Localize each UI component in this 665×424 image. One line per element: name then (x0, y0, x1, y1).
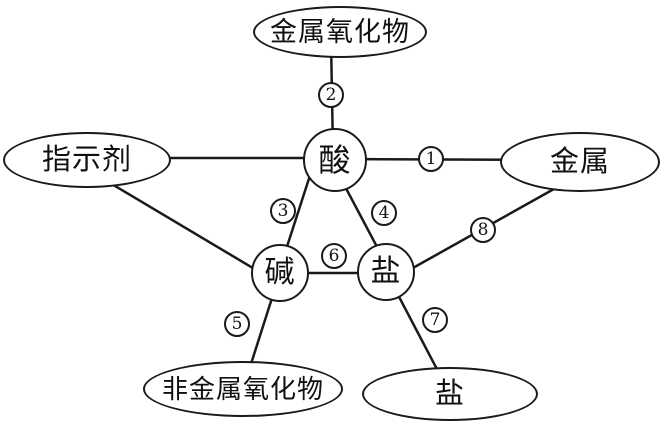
edge-number-3: 3 (270, 198, 296, 224)
node-base: 碱 (251, 244, 309, 302)
node-acid-label: 酸 (318, 142, 352, 178)
edge-number-6-digit: 6 (328, 245, 340, 266)
edge-number-4-digit: 4 (378, 202, 390, 223)
node-salt-product-label: 盐 (434, 377, 465, 410)
edge-number-5-digit: 5 (231, 313, 243, 334)
edge-number-2: 2 (318, 82, 344, 108)
edge-number-2-digit: 2 (325, 84, 337, 105)
edge-number-8: 8 (470, 217, 496, 243)
node-salt: 盐 (357, 243, 415, 301)
node-nonmetal-oxide-label: 非金属氧化物 (161, 374, 324, 404)
node-acid: 酸 (303, 128, 367, 192)
node-indicator: 指示剂 (3, 132, 171, 188)
edge-number-3-digit: 3 (277, 200, 289, 221)
edge-number-4: 4 (371, 200, 397, 226)
edge-number-7-digit: 7 (429, 309, 441, 330)
node-base-label: 碱 (264, 256, 296, 289)
node-metal: 金属 (500, 132, 660, 192)
node-metal-oxide-label: 金属氧化物 (270, 16, 410, 47)
node-salt-label: 盐 (370, 255, 402, 288)
edge-number-1: 1 (418, 146, 444, 172)
node-nonmetal-oxide: 非金属氧化物 (143, 361, 343, 417)
edge-number-5: 5 (224, 311, 250, 337)
node-metal-oxide: 金属氧化物 (253, 6, 427, 58)
edge-number-7: 7 (422, 307, 448, 333)
edge-number-8-digit: 8 (477, 219, 489, 240)
node-metal-label: 金属 (549, 145, 610, 178)
edge-number-6: 6 (321, 243, 347, 269)
node-salt-product: 盐 (362, 367, 538, 421)
node-indicator-label: 指示剂 (41, 143, 132, 176)
edge-indicator-base (99, 175, 279, 285)
edge-number-1-digit: 1 (425, 148, 437, 169)
